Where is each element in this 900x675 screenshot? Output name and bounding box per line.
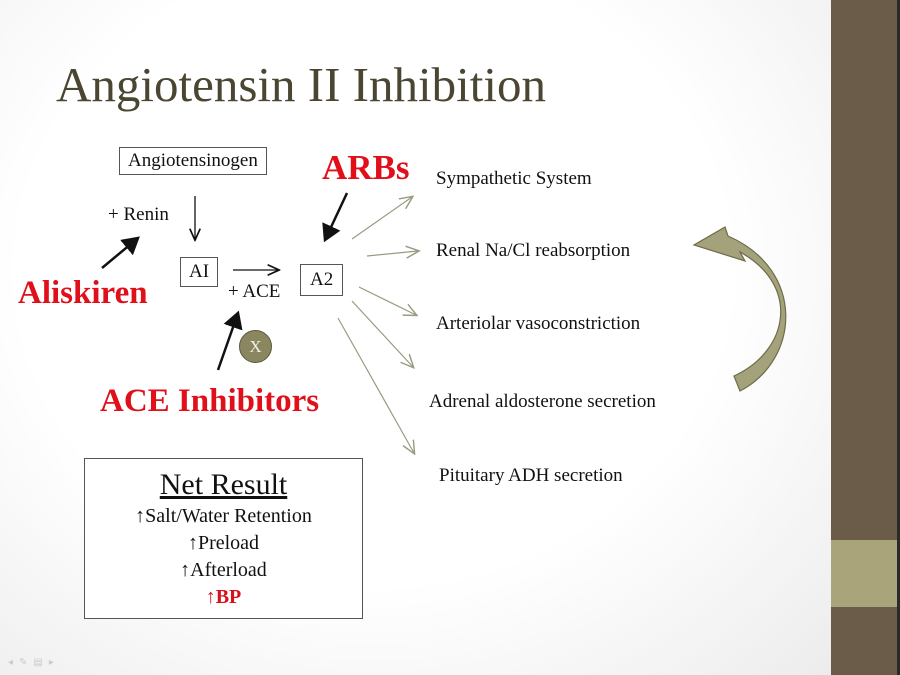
a2-box: A2 bbox=[300, 264, 344, 296]
prev-icon[interactable]: ◂ bbox=[8, 657, 20, 668]
arbs-label: ARBs bbox=[322, 148, 410, 187]
diagram-arrows bbox=[101, 192, 787, 675]
effect-arrow-2 bbox=[366, 251, 418, 256]
effect-arteriolar: Arteriolar vasoconstriction bbox=[436, 313, 641, 334]
net-result-heading: Net Result bbox=[159, 468, 288, 501]
effect-arrow-3 bbox=[358, 286, 416, 315]
net-result-box: Net Result ↑Salt/Water Retention ↑Preloa… bbox=[84, 458, 363, 619]
pen-icon[interactable]: ✎ bbox=[19, 657, 34, 668]
effect-sympathetic: Sympathetic System bbox=[436, 168, 592, 189]
slide-sidebar-band bbox=[831, 540, 897, 607]
effect-arrow-5 bbox=[337, 317, 414, 453]
ace-inhibitors-arrow bbox=[216, 310, 243, 371]
slide-title: Angiotensin II Inhibition bbox=[56, 57, 546, 112]
aliskiren-label: Aliskiren bbox=[18, 275, 148, 311]
next-icon[interactable]: ▸ bbox=[48, 657, 60, 668]
angiotensinogen-box: Angiotensinogen bbox=[119, 147, 267, 175]
effect-arrow-1 bbox=[351, 197, 412, 240]
net-result-line: ↑Afterload bbox=[180, 559, 267, 581]
net-result-line: ↑Preload bbox=[187, 532, 260, 554]
aliskiren-arrow bbox=[101, 236, 140, 269]
net-result-bp: ↑BP bbox=[205, 586, 242, 608]
ace-inhibitors-label: ACE Inhibitors bbox=[100, 383, 320, 419]
window-edge bbox=[897, 0, 900, 675]
renin-label: + Renin bbox=[108, 204, 169, 225]
ace-label: + ACE bbox=[228, 281, 281, 302]
effect-pituitary: Pituitary ADH secretion bbox=[439, 465, 623, 486]
feedback-curved-arrow bbox=[692, 226, 787, 392]
effect-arrow-4 bbox=[351, 300, 413, 367]
ai-box: AI bbox=[180, 257, 219, 287]
x-marker-icon: X bbox=[239, 330, 272, 363]
slideshow-controls[interactable]: ◂✎▤▸ bbox=[8, 657, 60, 668]
arbs-arrow bbox=[322, 192, 349, 243]
effect-adrenal: Adrenal aldosterone secretion bbox=[429, 391, 656, 412]
net-result-line: ↑Salt/Water Retention bbox=[135, 505, 312, 527]
menu-icon[interactable]: ▤ bbox=[33, 657, 49, 668]
effect-renal: Renal Na/Cl reabsorption bbox=[436, 240, 631, 261]
